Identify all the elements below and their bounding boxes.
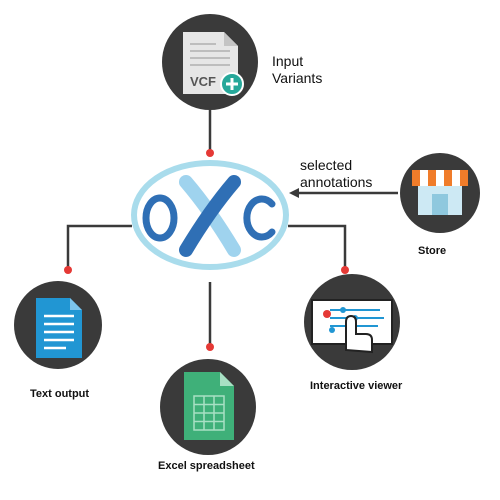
connector-viewer: [288, 224, 347, 268]
storefront-icon: [412, 170, 468, 215]
input-label-line2: Variants: [272, 70, 323, 86]
input-variants-label: Input Variants: [272, 53, 322, 87]
input-label-line1: Input: [272, 53, 304, 69]
vcf-file-label: VCF: [190, 74, 216, 89]
excel-spreadsheet-label: Excel spreadsheet: [158, 460, 255, 472]
edge-label-line1: selected: [300, 157, 353, 173]
connector-dots: [64, 149, 349, 351]
connectors: [66, 110, 398, 346]
edge-label-line2: annotations: [300, 174, 373, 190]
node-excel: [160, 359, 256, 455]
dot-excel: [206, 343, 214, 351]
connector-text-output: [66, 224, 132, 268]
document-lines: [44, 314, 74, 350]
node-text-output: [14, 281, 102, 369]
node-viewer: [304, 274, 400, 370]
node-store: [400, 153, 480, 233]
text-output-label: Text output: [30, 388, 90, 400]
file-lines: [190, 43, 230, 66]
spreadsheet-icon: [184, 372, 234, 440]
document-icon: [36, 298, 82, 358]
logo-x-dark: [179, 175, 241, 257]
oxc-logo: [131, 160, 289, 270]
spreadsheet-grid: [193, 395, 225, 431]
touch-screen-icon: [311, 299, 393, 354]
interactive-viewer-label: Interactive viewer: [310, 380, 403, 392]
logo-o: [142, 194, 178, 242]
dot-text-output: [64, 266, 72, 274]
arrowhead: [289, 188, 299, 198]
dot-input: [206, 149, 214, 157]
file-fold: [224, 32, 238, 46]
document-fold: [70, 298, 82, 310]
plus-sign: [226, 78, 238, 90]
spreadsheet-fold: [220, 372, 234, 386]
dot-viewer: [341, 266, 349, 274]
store-label: Store: [418, 245, 447, 257]
selected-annotations-label: selected annotations: [300, 157, 372, 191]
logo-c: [243, 195, 276, 241]
node-input: VCF: [162, 14, 258, 110]
